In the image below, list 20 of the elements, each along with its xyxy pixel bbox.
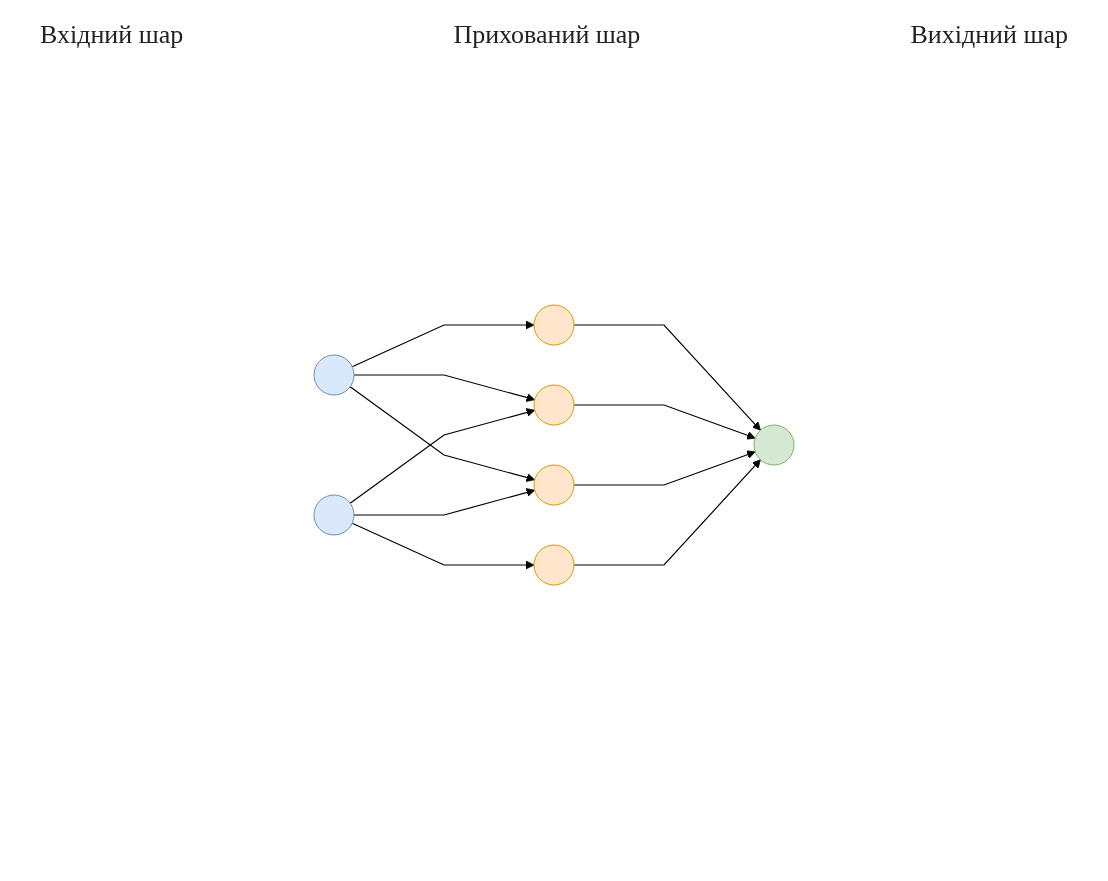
layer-label: Вихідний шар [910, 20, 1068, 50]
arrow [351, 320, 535, 368]
layer-label: Прихований шар [453, 20, 641, 50]
arrow [351, 522, 535, 570]
arrow [573, 324, 761, 431]
arrow [573, 459, 761, 566]
arrow [349, 408, 536, 504]
node-circle [313, 354, 355, 396]
arrow [353, 374, 536, 402]
arrow [573, 450, 756, 486]
node-circle [533, 464, 575, 506]
node-circle [533, 304, 575, 346]
arrow [349, 386, 536, 482]
layer-label: Вхідний шар [40, 20, 184, 50]
node-circle [313, 494, 355, 536]
arrow [353, 488, 536, 516]
node-circle [753, 424, 795, 466]
arrow [573, 404, 756, 440]
node-circle [533, 544, 575, 586]
node-circle [533, 384, 575, 426]
